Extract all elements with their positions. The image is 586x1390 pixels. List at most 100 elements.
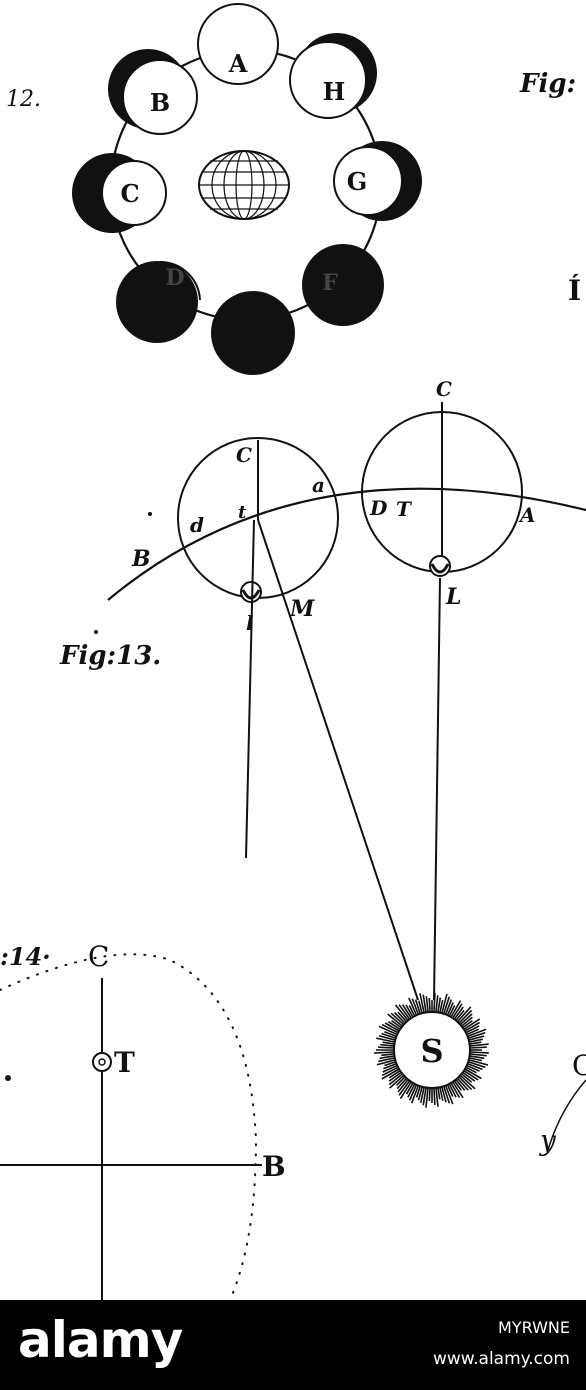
earth-globe (198, 150, 290, 220)
moon-d-letter: D (165, 265, 184, 291)
fig14-letter-b: B (262, 1150, 286, 1183)
fig14-earth-marker (92, 1052, 112, 1072)
sun-ray (410, 1085, 420, 1104)
sun-ray (456, 1077, 469, 1091)
sun-ray (425, 996, 429, 1013)
sun-ray (467, 1062, 483, 1071)
sun-ray (469, 1055, 485, 1060)
moon-c-letter: C (120, 179, 139, 208)
moon-e: E (211, 291, 295, 375)
sun-ray (455, 1009, 465, 1021)
sun-ray (433, 1087, 436, 1105)
sun-ray (446, 1002, 454, 1016)
sun-ray (389, 1074, 405, 1089)
sun-ray (444, 999, 453, 1015)
sun-ray (463, 1018, 481, 1030)
sun-ray (396, 1076, 406, 1086)
sun-ray (468, 1035, 485, 1041)
moon-f: F (302, 244, 384, 326)
sun-ray (469, 1051, 489, 1054)
sun-ray (381, 1068, 400, 1080)
sun-ray (435, 1087, 439, 1107)
fig13-right-t: T (396, 497, 413, 521)
sun-ray (383, 1062, 397, 1070)
sun-ray (378, 1057, 395, 1063)
sun-ray (459, 1013, 473, 1026)
sun-ray (397, 1079, 409, 1093)
sun-ray (469, 1038, 484, 1043)
sun-ray (378, 1046, 395, 1049)
sun-ray (444, 1085, 454, 1105)
fig14-dotted-arc (0, 953, 258, 1300)
sun-ray (428, 998, 431, 1013)
sun-ray (418, 1000, 423, 1014)
sun-ray (469, 1043, 489, 1047)
sun-ray (464, 1068, 482, 1080)
moon-e-letter: E (245, 321, 260, 345)
sun-ray (382, 1041, 395, 1045)
sun: S (374, 993, 489, 1108)
sun-ray (408, 1005, 416, 1017)
sun-ray (376, 1059, 396, 1066)
earth-orbit-arc (107, 487, 586, 601)
sun-ray (387, 1021, 401, 1030)
sun-ray (442, 996, 451, 1015)
moon-g-letter: G (347, 167, 368, 196)
sun-ray (408, 997, 418, 1016)
fig12-label-right: Fig: (519, 69, 576, 99)
sun-ray (461, 1073, 473, 1083)
sun-ray (390, 1012, 405, 1026)
sun-ray (388, 1070, 401, 1079)
sun-ray (469, 1057, 483, 1062)
sun-ray (466, 1028, 479, 1036)
sun-ray (453, 1006, 464, 1020)
fig13-right-l: L (445, 584, 461, 610)
sun-letter: S (420, 1032, 443, 1070)
sun-ray (382, 1064, 398, 1073)
engraving-plate: A H G F E D (0, 3, 586, 1300)
sun-ray (455, 1079, 466, 1091)
sun-ray (462, 1071, 476, 1082)
sun-ray (459, 1074, 476, 1090)
sun-ray (415, 1085, 422, 1098)
sun-ray (467, 1060, 486, 1069)
figure-14: :14· C T B (0, 940, 286, 1300)
sun-ray (384, 1022, 400, 1032)
sun-ray (437, 1087, 441, 1100)
sun-ray (448, 1083, 457, 1098)
sun-ray (469, 1046, 487, 1049)
edge-fragment-top: Í (568, 274, 581, 307)
fig13-label: Fig:13. (59, 641, 161, 671)
figure-13: C a t d B l M C D T A L Fig:13. S (59, 377, 586, 1108)
figure-12: A H G F E D (6, 3, 576, 375)
sun-ray (462, 1019, 473, 1029)
moon-a: A (197, 3, 279, 85)
fig13-right-a: A (518, 503, 536, 527)
sun-ray (399, 1081, 412, 1100)
fig13-left-a: a (312, 473, 325, 497)
sun-ray (456, 1006, 472, 1023)
fig13-left-d: d (190, 513, 204, 537)
sun-ray (405, 1004, 414, 1018)
sun-ray (433, 993, 436, 1013)
site-url: www.alamy.com (432, 1349, 570, 1369)
sun-ray (425, 1087, 429, 1108)
sun-ray (450, 1000, 462, 1018)
fig14-letter-t: T (114, 1046, 135, 1079)
sun-ray (384, 1060, 397, 1067)
sun-ray (398, 1080, 411, 1096)
sun-ray (376, 1037, 395, 1043)
fig13-left-l: l (246, 611, 254, 635)
sun-ray (401, 1004, 412, 1019)
sun-ray (441, 1086, 447, 1103)
sun-ray (439, 999, 444, 1013)
sun-ray (466, 1064, 480, 1072)
sun-ray (448, 1005, 456, 1017)
sun-ray (467, 1031, 486, 1040)
sun-ray (458, 1076, 473, 1091)
moon-d: D (116, 260, 201, 343)
brand-logo: alamy (18, 1311, 183, 1369)
sun-ray (414, 999, 422, 1015)
sun-ray (450, 1082, 461, 1099)
sun-ray (464, 1021, 481, 1032)
